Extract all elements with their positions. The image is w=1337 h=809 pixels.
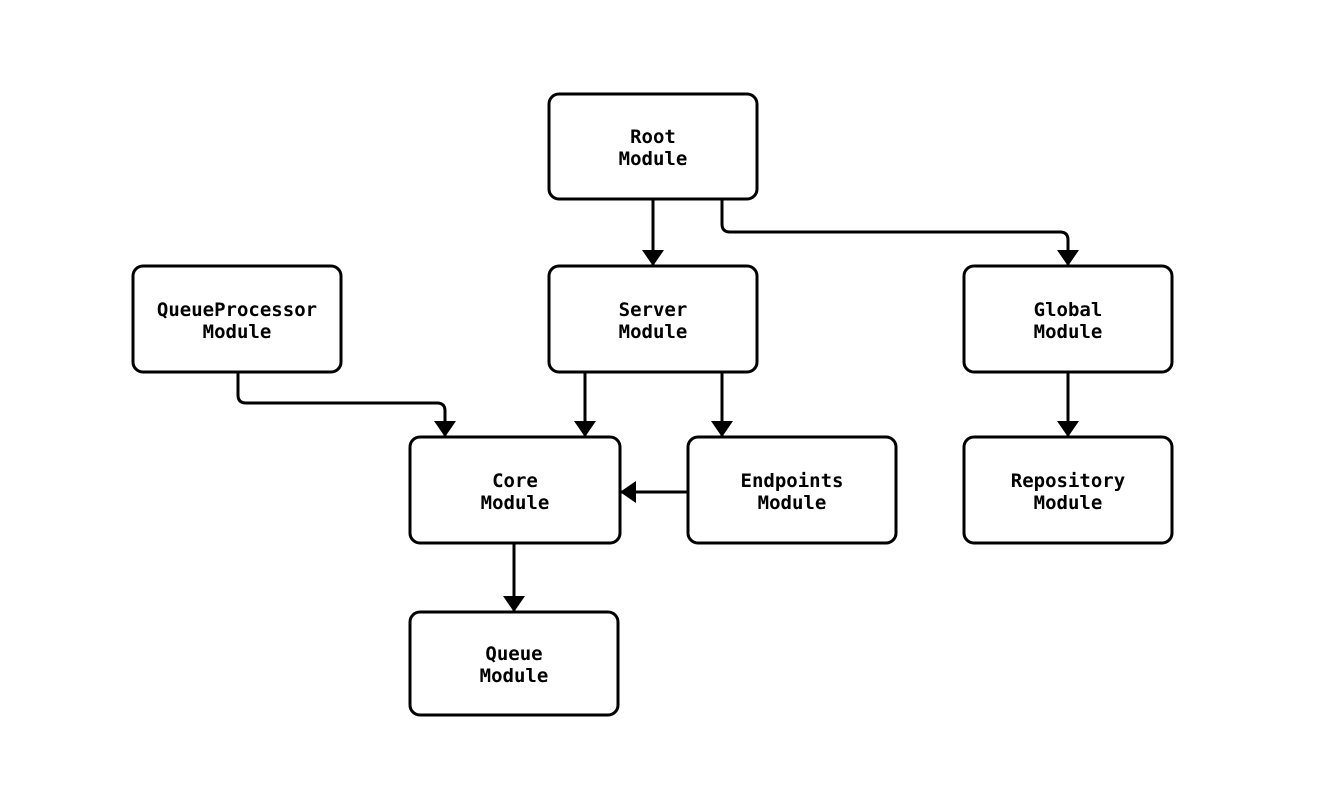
edge-root-to-global: [720, 199, 1079, 266]
node-root-module: Root Module: [547, 92, 759, 201]
node-label-line2: Module: [619, 148, 688, 170]
node-label-line2: Module: [203, 321, 272, 343]
node-label-line1: Root: [630, 126, 676, 148]
node-label-line2: Module: [1034, 321, 1103, 343]
node-label-line2: Module: [1034, 492, 1103, 514]
node-label-line1: Queue: [485, 643, 542, 665]
node-repository-module: Repository Module: [962, 435, 1174, 545]
node-label-line2: Module: [481, 492, 550, 514]
node-box: [408, 435, 622, 545]
node-queue-module: Queue Module: [408, 610, 620, 717]
node-box: [962, 435, 1174, 545]
node-endpoints-module: Endpoints Module: [686, 435, 898, 545]
node-label-line1: QueueProcessor: [157, 299, 317, 321]
node-core-module: Core Module: [408, 435, 622, 545]
node-queueprocessor-module: QueueProcessor Module: [131, 264, 343, 374]
node-label-line1: Repository: [1011, 470, 1125, 492]
node-box: [686, 435, 898, 545]
node-label-line1: Endpoints: [741, 470, 844, 492]
node-box: [547, 264, 759, 374]
node-label-line1: Server: [619, 299, 688, 321]
edges: [236, 199, 1079, 612]
node-label-line2: Module: [480, 665, 549, 687]
node-label-line2: Module: [619, 321, 688, 343]
node-label-line1: Core: [492, 470, 538, 492]
node-global-module: Global Module: [962, 264, 1174, 374]
node-box: [962, 264, 1174, 374]
node-box: [547, 92, 759, 201]
node-label-line2: Module: [758, 492, 827, 514]
edge-queueprocessor-to-core: [236, 372, 456, 437]
node-box: [131, 264, 343, 374]
node-box: [408, 610, 620, 717]
node-server-module: Server Module: [547, 264, 759, 374]
node-label-line1: Global: [1034, 299, 1103, 321]
